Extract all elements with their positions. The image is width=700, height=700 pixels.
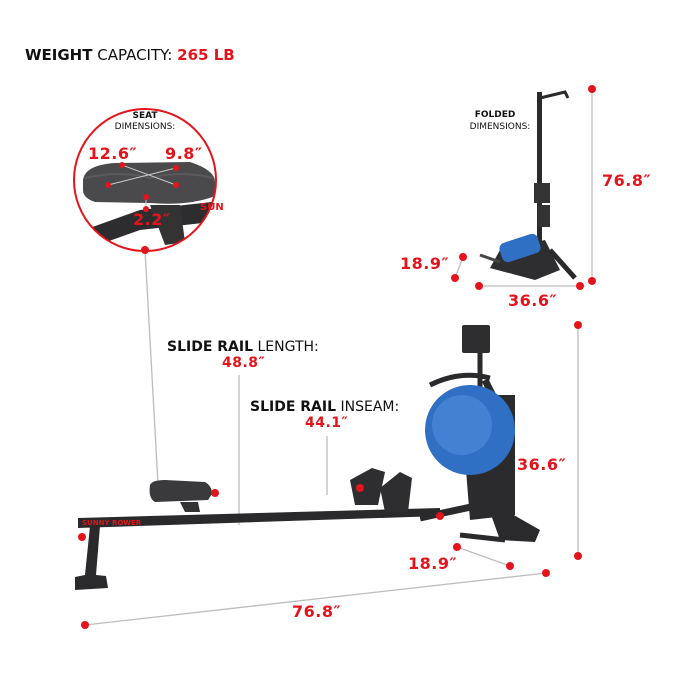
seat-subtitle: DIMENSIONS: (114, 122, 176, 132)
width-line (456, 546, 511, 567)
slide-length-bold: SLIDE RAIL (167, 339, 254, 355)
slide-inseam-rest: INSEAM: (340, 399, 400, 415)
brand-logo-main: SUNNY ROWER (82, 519, 142, 527)
rower-width-value: 18.9″ (408, 554, 458, 573)
folded-rower (479, 90, 577, 280)
rower-length-value: 76.8″ (292, 602, 342, 621)
folded-title: FOLDED (474, 110, 516, 120)
slide-rail-length-label: SLIDE RAIL LENGTH: (167, 340, 319, 354)
seat-height-value: 2.2″ (133, 210, 171, 229)
weight-label-bold: WEIGHT (25, 46, 93, 64)
dimension-dots (78, 85, 596, 629)
seat-callout-line (144, 249, 159, 485)
slide-inseam-bold: SLIDE RAIL (250, 399, 337, 415)
seat-length-value: 12.6″ (88, 144, 138, 163)
folded-length-value: 36.6″ (508, 291, 558, 310)
folded-width-value: 18.9″ (400, 254, 450, 273)
weight-capacity: WEIGHT CAPACITY: 265 LB (25, 48, 235, 63)
length-line (84, 572, 547, 626)
seat-zoom-inset (73, 108, 217, 252)
folded-height-value: 76.8″ (602, 171, 652, 190)
seat-brand-fragment: SUN (200, 202, 224, 213)
slide-rail-inseam-label: SLIDE RAIL INSEAM: (250, 400, 399, 414)
weight-value: 265 LB (177, 46, 235, 64)
main-rower: SUNNY ROWER (75, 325, 540, 590)
slide-rail-length-value: 48.8″ (222, 355, 266, 371)
dimension-lines (84, 89, 593, 626)
slide-rail-inseam-value: 44.1″ (305, 415, 349, 431)
weight-label: CAPACITY: (97, 46, 173, 64)
slide-length-rest: LENGTH: (257, 339, 319, 355)
seat-width-value: 9.8″ (165, 144, 203, 163)
seat-title: SEAT (132, 111, 158, 121)
rower-height-value: 36.6″ (517, 455, 567, 474)
folded-subtitle: DIMENSIONS: (469, 122, 531, 132)
